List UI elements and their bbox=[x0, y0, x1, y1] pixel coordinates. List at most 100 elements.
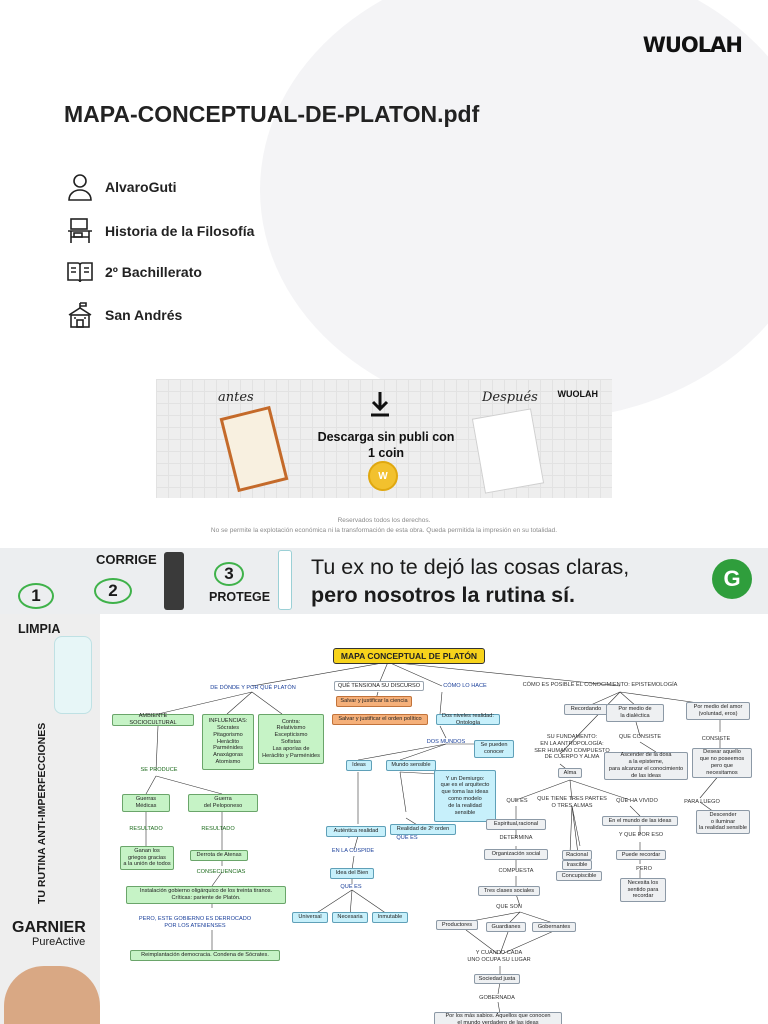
author-name: AlvaroGuti bbox=[105, 179, 177, 195]
link-consecuencias: CONSECUENCIAS bbox=[196, 869, 246, 875]
desk-icon bbox=[64, 215, 96, 247]
node-salvar-ciencia: Salvar y justificar la ciencia bbox=[336, 696, 412, 707]
link-en-la-cuspide: EN LA CÚSPIDE bbox=[331, 848, 375, 854]
step-1-circle: 1 bbox=[18, 583, 54, 609]
node-realidad-2: Realidad de 2º orden bbox=[390, 824, 456, 835]
school-row[interactable]: San Andrés bbox=[64, 299, 182, 331]
school-icon bbox=[64, 299, 96, 331]
book-icon bbox=[64, 256, 96, 288]
download-promo-banner[interactable]: antes Después WUOLAH Descarga sin publi … bbox=[156, 379, 612, 498]
node-dos-niveles: Dos niveles realidad: Ontología bbox=[436, 713, 500, 726]
node-guardianes: Guardianes bbox=[486, 922, 526, 932]
node-mas-sabios: Por los más sabios. Aquellos que conocen… bbox=[434, 1012, 562, 1024]
node-mundo-ideas: En el mundo de las ideas bbox=[602, 816, 678, 826]
node-concupiscible: Concupiscible bbox=[556, 871, 602, 881]
link-que-ha-vivido: QUE HA VIVIDO bbox=[616, 798, 658, 804]
subject-name: Historia de la Filosofía bbox=[105, 223, 255, 239]
serum-bottle-image bbox=[164, 552, 184, 610]
sunscreen-tube-image bbox=[278, 550, 292, 610]
link-que-es-3: QUE ES bbox=[506, 798, 528, 804]
node-universal: Universal bbox=[292, 912, 328, 923]
rights-line-1: Reservados todos los derechos. bbox=[337, 517, 431, 524]
after-document-thumbnail bbox=[471, 408, 545, 494]
pureactive-line: PureActive bbox=[32, 936, 86, 948]
node-ascender: Ascender de la doxa a la episteme, para … bbox=[604, 752, 688, 780]
step-3-circle: 3 bbox=[214, 562, 244, 586]
school-name: San Andrés bbox=[105, 307, 183, 323]
author-row[interactable]: AlvaroGuti bbox=[64, 171, 177, 203]
models-photo bbox=[4, 966, 100, 1024]
link-tres-partes: QUE TIENE TRES PARTES O TRES ALMAS bbox=[537, 796, 607, 809]
link-que-son-2: QUE SON bbox=[496, 904, 522, 910]
node-espiritual: Espiritual,racional bbox=[486, 819, 546, 830]
node-tres-clases: Tres clases sociales bbox=[478, 886, 540, 896]
subject-row[interactable]: Historia de la Filosofía bbox=[64, 215, 254, 247]
garnier-brand: GARNIER bbox=[12, 919, 86, 936]
link-pero: PERO bbox=[636, 866, 652, 872]
cleanser-bottle-image bbox=[54, 636, 92, 714]
link-resultado-1: RESULTADO bbox=[129, 826, 163, 832]
node-ideas: Ideas bbox=[346, 760, 372, 771]
node-puede-recordar: Puede recordar bbox=[616, 850, 666, 860]
node-necesaria: Necesaria bbox=[332, 912, 368, 923]
node-mundo-sensible: Mundo sensible bbox=[386, 760, 436, 771]
node-guerras-medicas: Guerras Médicas bbox=[122, 794, 170, 812]
promo-logo: WUOLAH bbox=[557, 389, 599, 399]
map-title: MAPA CONCEPTUAL DE PLATÓN bbox=[333, 648, 485, 664]
link-consiste: CONSISTE bbox=[701, 736, 731, 742]
link-epistemologia: CÓMO ES POSIBLE EL CONOCIMIENTO: EPISTEM… bbox=[522, 682, 678, 688]
node-autentica: Auténtica realidad bbox=[326, 826, 386, 837]
course-name: 2º Bachillerato bbox=[105, 264, 202, 280]
wuolah-logo[interactable]: WUOLAH bbox=[642, 33, 743, 57]
link-para-luego: PARA LUEGO bbox=[684, 799, 720, 805]
document-header: WUOLAH MAPA-CONCEPTUAL-DE-PLATON.pdf Alv… bbox=[0, 0, 768, 536]
node-racional: Racional bbox=[562, 850, 592, 860]
garnier-side-ad[interactable]: LIMPIA TU RUTINA ANTI-IMPERFECCIONES GAR… bbox=[0, 614, 100, 1024]
link-compuesta: COMPUESTA bbox=[498, 868, 534, 874]
download-arrow-icon bbox=[371, 392, 389, 417]
user-icon bbox=[64, 171, 96, 203]
link-que-es-1: QUE ES bbox=[396, 835, 418, 841]
link-de-donde: DE DÓNDE Y POR QUÉ PLATÓN bbox=[210, 685, 296, 691]
node-desear: Desear aquello que no poseemos pero que … bbox=[692, 748, 752, 778]
node-inmutable: Inmutable bbox=[372, 912, 408, 923]
protege-label: PROTEGE bbox=[209, 590, 271, 604]
link-que-es-2: QUE ES bbox=[340, 884, 362, 890]
node-alma: Alma bbox=[558, 768, 582, 778]
ad-slogan-line-2: pero nosotros la rutina sí. bbox=[311, 583, 576, 607]
concept-map: MAPA CONCEPTUAL DE PLATÓN DE DÓNDE Y POR… bbox=[100, 614, 768, 1024]
link-se-produce: SE PRODUCE bbox=[140, 767, 178, 773]
document-title: MAPA-CONCEPTUAL-DE-PLATON.pdf bbox=[64, 101, 480, 127]
node-necesita: Necesita los sentido para recordar bbox=[620, 878, 666, 902]
link-por-eso: Y QUE POR ESO bbox=[618, 832, 664, 838]
link-que-consiste: QUE CONSISTE bbox=[618, 734, 662, 740]
after-label: Después bbox=[482, 390, 538, 405]
garnier-ad-banner[interactable]: 1 CORRIGE 2 3 PROTEGE Tu ex no te dejó l… bbox=[0, 548, 768, 614]
node-dialectica: Por medio de la dialéctica bbox=[606, 704, 664, 722]
link-determina: DETERMINA bbox=[499, 835, 533, 841]
node-recordando: Recordando bbox=[564, 704, 608, 715]
routine-vertical-text: TU RUTINA ANTI-IMPERFECCIONES bbox=[36, 722, 48, 904]
limpia-label: LIMPIA bbox=[18, 622, 61, 636]
course-row[interactable]: 2º Bachillerato bbox=[64, 256, 202, 288]
corrige-label: CORRIGE bbox=[96, 552, 157, 567]
node-contra: Contra: Relativismo Escepticismo Sofista… bbox=[258, 714, 324, 764]
rights-notice: Reservados todos los derechos. No se per… bbox=[0, 516, 768, 536]
background-swoosh bbox=[260, 0, 768, 420]
garnier-g-logo: G bbox=[712, 559, 752, 599]
ad-slogan-line-1: Tu ex no te dejó las cosas claras, bbox=[311, 555, 630, 579]
link-como-lo-hace: CÓMO LO HACE bbox=[443, 683, 487, 689]
node-guerra-peloponeso: Guerra del Peloponeso bbox=[188, 794, 258, 812]
link-gobernada: GOBERNADA bbox=[479, 995, 515, 1001]
node-gobernantes: Gobernantes bbox=[532, 922, 576, 932]
node-ganan: Ganan los griegos gracias a la unión de … bbox=[120, 846, 174, 870]
before-label: antes bbox=[218, 390, 254, 405]
link-tension: QUÉ TENSIONA SU DISCURSO bbox=[334, 681, 424, 691]
node-organizacion: Organización social bbox=[484, 849, 548, 860]
node-sociedad-justa: Sociedad justa bbox=[474, 974, 520, 984]
node-salvar-orden: Salvar y justificar el orden político bbox=[332, 714, 428, 725]
link-cada-uno: Y CUANDO CADA UNO OCUPA SU LUGAR bbox=[467, 950, 531, 963]
node-productores: Productores bbox=[436, 920, 478, 930]
node-se-pueden: Se pueden conocer bbox=[474, 740, 514, 758]
rights-line-2: No se permite la explotación económica n… bbox=[210, 527, 558, 534]
